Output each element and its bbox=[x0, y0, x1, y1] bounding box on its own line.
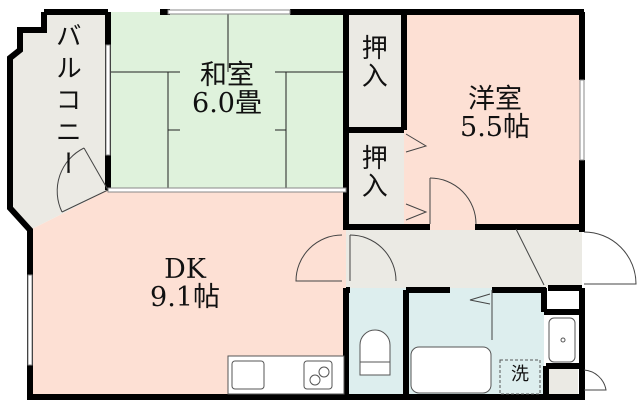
hallway-area bbox=[346, 230, 582, 288]
dk-size: 9.1帖 bbox=[150, 282, 220, 314]
closet-lower-area bbox=[346, 130, 404, 230]
windows bbox=[27, 9, 585, 366]
fixtures bbox=[227, 317, 576, 395]
balcony-area bbox=[10, 12, 108, 230]
dk-label: DK 9.1帖 bbox=[130, 254, 240, 314]
kitchen-sink bbox=[231, 360, 265, 390]
bathtub bbox=[410, 346, 492, 394]
washroom-area bbox=[498, 288, 544, 397]
balcony-label: バルコニー bbox=[51, 22, 82, 182]
washitsu-label: 和室 6.0畳 bbox=[168, 60, 286, 120]
western-room-label: 洋室 5.5帖 bbox=[440, 84, 550, 144]
laundry-space bbox=[499, 359, 541, 395]
western-room-name: 洋室 bbox=[468, 84, 522, 115]
washitsu-name: 和室 bbox=[200, 60, 254, 91]
closet-upper-label: 押入 bbox=[357, 34, 388, 90]
washitsu-area bbox=[108, 12, 346, 190]
western-room-size: 5.5帖 bbox=[460, 112, 530, 144]
tatami-lines bbox=[110, 12, 346, 190]
entry-closet-area bbox=[546, 366, 578, 397]
washitsu-size: 6.0畳 bbox=[192, 88, 262, 120]
door-swings bbox=[56, 133, 637, 391]
closet-upper-area bbox=[346, 12, 404, 130]
closet-lower-label: 押入 bbox=[357, 144, 388, 200]
laundry-label: 洗 bbox=[511, 364, 529, 385]
dk-name: DK bbox=[164, 254, 206, 285]
western-room-area bbox=[404, 12, 582, 230]
dk-area bbox=[30, 190, 346, 397]
